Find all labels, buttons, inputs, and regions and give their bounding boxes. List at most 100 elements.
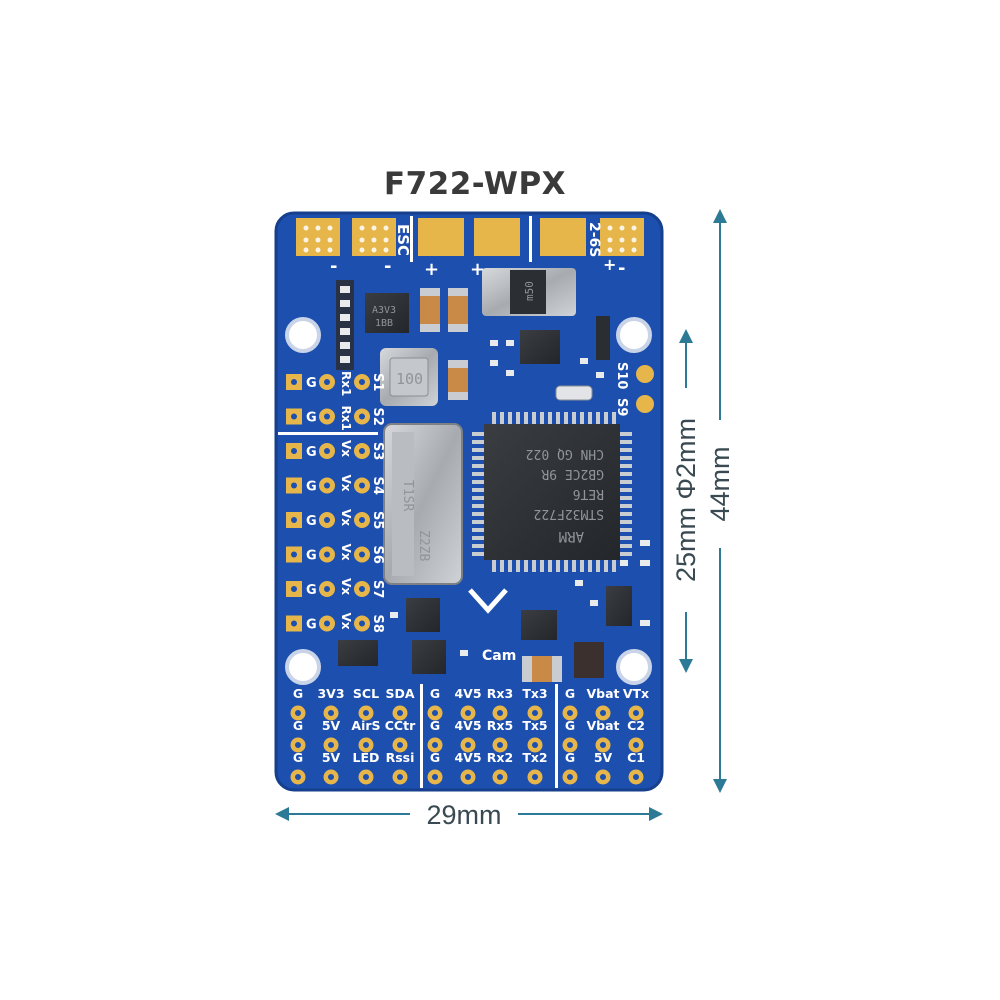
mcu-line-2: STM32F722 (534, 506, 604, 521)
reg-marking: A3V3 (372, 305, 396, 316)
logo-mark (468, 588, 508, 614)
left-row-label-c: S4 (370, 477, 385, 495)
left-row-label-c: S1 (370, 373, 385, 391)
bottom-pad-label: 5V (322, 718, 341, 733)
minus-label-2: - (384, 256, 391, 277)
bottom-pad-label: G (565, 750, 575, 765)
cam-label: Cam (482, 648, 516, 664)
bottom-pad-label: SDA (385, 686, 414, 701)
left-row-label-c: S5 (370, 511, 385, 529)
height-label: 44mm (705, 446, 735, 521)
left-row-label-b: Vx (339, 613, 353, 630)
bottom-pad-label: G (293, 750, 303, 765)
bottom-pad-label: 4V5 (454, 718, 481, 733)
bottom-pad-label: Tx3 (522, 686, 547, 701)
bottom-pad-label: G (565, 718, 575, 733)
batt-label: 2-6S (586, 222, 602, 257)
bottom-pad-label: 5V (594, 750, 613, 765)
left-row-label-b: Rx1 (339, 371, 353, 396)
bottom-pad-label: 3V3 (317, 686, 344, 701)
bottom-pad-label: C1 (627, 750, 645, 765)
left-pad-row: G Vx S6 (286, 544, 385, 564)
right-pads: S10 S9 (614, 362, 654, 416)
bottom-pad-label: G (430, 686, 440, 701)
sd-card-slot: T1SR Z2ZB (383, 423, 463, 585)
top-pads (296, 216, 644, 262)
dimension-mount: 25mm Φ2mm (671, 329, 701, 673)
bottom-pad-label: G (565, 686, 575, 701)
plus-label-1: + (424, 259, 439, 280)
left-row-label-a: G (306, 583, 317, 598)
plus-label-3: + (603, 255, 616, 274)
left-row-label-b: Vx (339, 475, 353, 492)
bottom-pad-label: G (430, 718, 440, 733)
left-row-label-a: G (306, 549, 317, 564)
bottom-divider-2 (555, 684, 558, 788)
mount-label: 25mm Φ2mm (671, 418, 701, 582)
plus-label-2: + (470, 259, 485, 280)
bottom-pad-label: Tx2 (522, 750, 547, 765)
s10-label: S10 (614, 362, 629, 389)
bottom-pad-label: G (430, 750, 440, 765)
left-row-label-b: Vx (339, 578, 353, 595)
bottom-pad-label: Rx2 (487, 750, 513, 765)
bottom-pad-label: SCL (353, 686, 379, 701)
reg-marking-2: 1BB (375, 318, 393, 329)
bottom-pad-label: 4V5 (454, 686, 481, 701)
left-pad-row: G Vx S3 (286, 440, 385, 460)
left-row-label-a: G (306, 480, 317, 495)
bottom-pad-label: 5V (322, 750, 341, 765)
flash-marking-b: Z2ZB (416, 530, 431, 561)
mcu-line-3: RET6 (573, 486, 604, 501)
dimension-height: 44mm (705, 209, 735, 793)
flash-marking-a: T1SR (400, 480, 415, 511)
smd-components: A3V3 1BB m50 100 (336, 268, 650, 682)
bottom-divider-1 (420, 684, 423, 788)
bottom-pad-label: C2 (627, 718, 645, 733)
left-row-label-b: Vx (339, 544, 353, 561)
bottom-pad-label: AirS (351, 718, 380, 733)
bottom-pad-label: LED (353, 750, 380, 765)
left-row-label-a: G (306, 514, 317, 529)
minus-label-3: - (618, 258, 625, 279)
bottom-pad-label: Rssi (386, 750, 415, 765)
bottom-pad-label: VTx (623, 686, 649, 701)
bottom-pad-label: 4V5 (454, 750, 481, 765)
bottom-pad-label: G (293, 686, 303, 701)
width-label: 29mm (426, 800, 501, 830)
bottom-pad-label: CCtr (385, 718, 416, 733)
dimension-width: 29mm (275, 800, 663, 830)
left-row-label-b: Vx (339, 440, 353, 457)
left-pad-row: G Vx S5 (286, 509, 385, 529)
bottom-pad-label: Tx5 (522, 718, 547, 733)
left-row-label-c: S3 (370, 442, 385, 460)
mounting-holes (285, 317, 652, 685)
mcu-line-1: ARM (559, 528, 584, 544)
left-row-label-c: S6 (370, 546, 385, 564)
mcu-line-4: GB2CE 9R (541, 466, 604, 481)
left-divider (278, 432, 378, 435)
mcu-chip: ARM STM32F722 RET6 GB2CE 9R CHN GQ 022 (472, 412, 632, 572)
left-row-label-a: G (306, 445, 317, 460)
bottom-pad-label: Rx3 (487, 686, 513, 701)
left-row-label-c: S7 (370, 580, 385, 598)
mcu-line-5: CHN GQ 022 (526, 446, 604, 461)
bottom-pad-label: Rx5 (487, 718, 513, 733)
inductor-large-marking: m50 (523, 281, 536, 301)
left-row-label-b: Vx (339, 509, 353, 526)
left-row-label-c: S2 (370, 408, 385, 426)
minus-label-1: - (330, 256, 337, 277)
s9-label: S9 (614, 398, 629, 416)
bottom-pad-label: G (293, 718, 303, 733)
inductor-small-marking: 100 (396, 370, 423, 388)
bottom-pad-label: Vbat (586, 686, 619, 701)
top-silkscreen: ESC 2-6S - - + + + - (330, 222, 625, 280)
left-row-label-c: S8 (370, 615, 385, 633)
esc-label: ESC (394, 224, 412, 256)
left-row-label-b: Rx1 (339, 406, 353, 431)
